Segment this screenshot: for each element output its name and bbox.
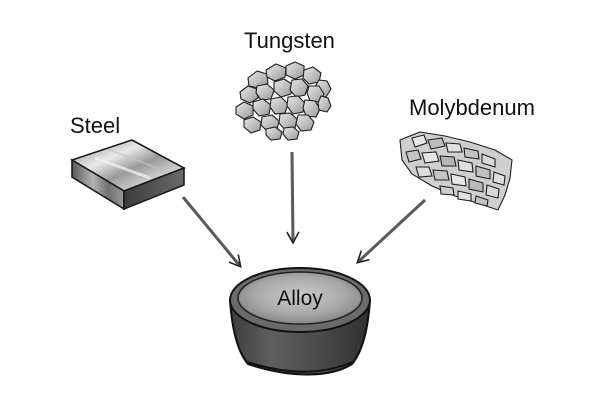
- alloy-label: Alloy: [277, 287, 323, 310]
- tungsten-pile-image: [235, 61, 332, 141]
- arrow-steel-to-alloy: [181, 196, 242, 269]
- molybdenum-label: Molybdenum: [409, 95, 535, 120]
- arrow-tungsten-to-alloy: [286, 151, 300, 245]
- steel-bar-image: [70, 139, 186, 211]
- tungsten-label: Tungsten: [244, 28, 335, 53]
- alloy-ingot-image: [228, 267, 372, 376]
- molybdenum-slab-image: [399, 131, 513, 211]
- arrow-molybdenum-to-alloy: [356, 198, 427, 264]
- steel-label: Steel: [70, 113, 120, 138]
